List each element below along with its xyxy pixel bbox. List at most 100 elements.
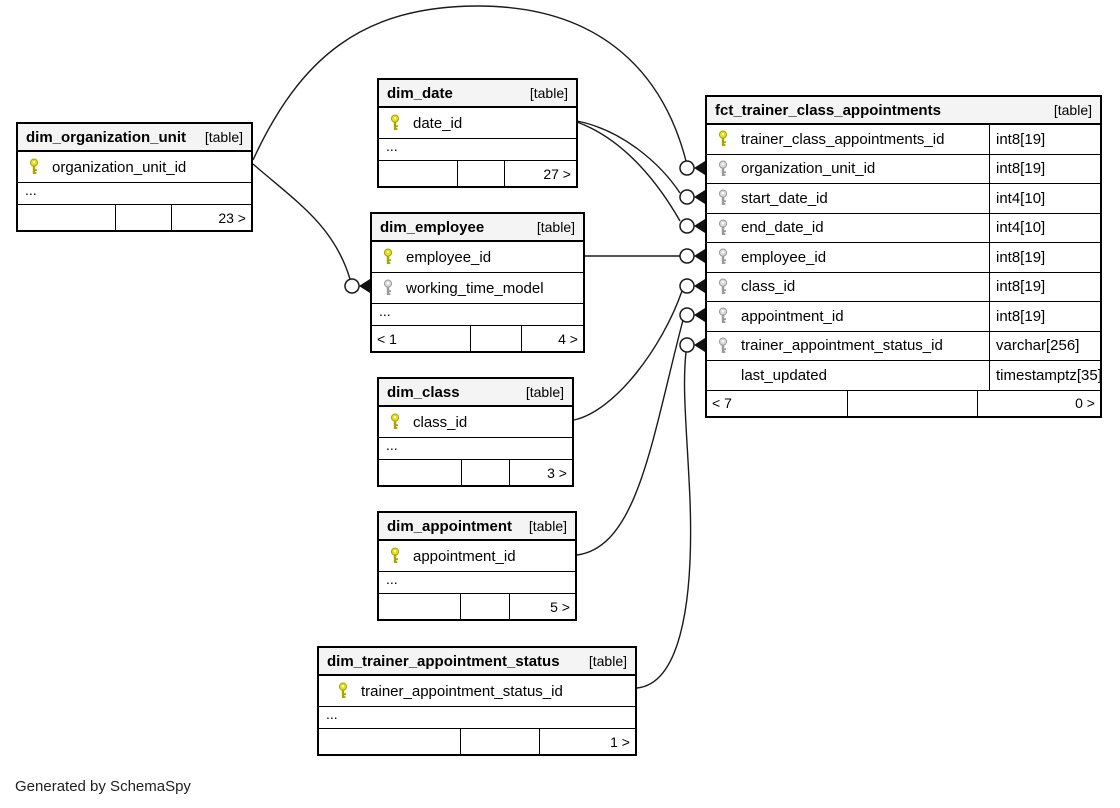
- column-name: trainer_class_appointments_id: [741, 130, 945, 148]
- connector-dot: [679, 278, 695, 294]
- column-row: organization_unit_id: [18, 152, 251, 183]
- table-dim-date[interactable]: dim_date [table] date_id ... 27 >: [377, 78, 578, 188]
- table-badge: [table]: [536, 219, 575, 235]
- crowfoot-arrow: [694, 308, 705, 322]
- column-name: date_id: [413, 114, 463, 132]
- footer-parents-count: < 7: [707, 390, 849, 416]
- table-footer: 23 >: [18, 205, 251, 230]
- column-name: organization_unit_id: [52, 158, 187, 176]
- connector-dot: [679, 218, 695, 234]
- crowfoot-arrow: [359, 279, 370, 293]
- primary-key-icon: [383, 248, 393, 266]
- hidden-columns-ellipsis: ...: [379, 438, 572, 460]
- footer-children-count: 5 >: [550, 598, 570, 615]
- footer-cell: [471, 326, 522, 351]
- column-row: class_id int8[19]: [707, 272, 1100, 302]
- connector-dot: [679, 307, 695, 323]
- primary-key-icon: [29, 158, 39, 176]
- column-type: varchar[256]: [989, 331, 1079, 360]
- table-badge: [table]: [588, 653, 627, 669]
- footer-children-count: 4 >: [558, 330, 578, 347]
- crowfoot-arrow: [694, 249, 705, 263]
- table-title: dim_appointment: [387, 517, 513, 535]
- edge-orgunit-to-fct: [252, 5, 687, 162]
- column-row: trainer_appointment_status_id: [319, 676, 635, 707]
- table-header: dim_appointment [table]: [379, 513, 575, 541]
- column-type: int4[10]: [989, 213, 1045, 242]
- table-dim-organization-unit[interactable]: dim_organization_unit [table] organizati…: [16, 122, 253, 232]
- column-type: int4[10]: [989, 184, 1045, 213]
- connector-dot: [679, 248, 695, 264]
- crowfoot-arrow: [694, 338, 705, 352]
- primary-key-icon: [390, 547, 400, 565]
- table-footer: 1 >: [319, 729, 635, 754]
- primary-key-icon: [718, 130, 728, 148]
- column-row: appointment_id int8[19]: [707, 302, 1100, 332]
- table-footer: 5 >: [379, 594, 575, 619]
- column-row: last_updated timestamptz[35]: [707, 361, 1102, 391]
- foreign-key-icon: [718, 277, 728, 295]
- footer-children-count: 1 >: [610, 733, 630, 750]
- connector-dot: [679, 189, 695, 205]
- column-row: appointment_id: [379, 541, 575, 572]
- column-name: trainer_appointment_status_id: [361, 682, 563, 700]
- table-title: dim_class: [387, 383, 460, 401]
- table-footer: < 7 0 >: [707, 390, 1100, 416]
- column-type: int8[19]: [989, 243, 1045, 272]
- edge-status-to-fct: [636, 351, 692, 689]
- table-dim-appointment[interactable]: dim_appointment [table] appointment_id .…: [377, 511, 577, 621]
- table-header: dim_trainer_appointment_status [table]: [319, 648, 635, 676]
- table-title: dim_organization_unit: [26, 128, 187, 146]
- column-type: timestamptz[35]: [989, 361, 1102, 390]
- edge-appointment-to-fct: [576, 319, 684, 556]
- primary-key-icon: [390, 413, 400, 431]
- column-name: employee_id: [406, 248, 492, 266]
- foreign-key-icon: [383, 279, 393, 297]
- column-row: start_date_id int4[10]: [707, 184, 1100, 214]
- column-type: int8[19]: [989, 302, 1045, 331]
- footer-cell: [379, 161, 458, 186]
- foreign-key-icon: [718, 189, 728, 207]
- column-row: class_id: [379, 407, 572, 438]
- footer-cell: [379, 594, 462, 619]
- generated-by-note: Generated by SchemaSpy: [15, 778, 191, 795]
- foreign-key-icon: [718, 248, 728, 266]
- hidden-columns-ellipsis: ...: [379, 572, 575, 594]
- edge-orgunit-to-employee: [252, 163, 351, 280]
- column-type: int8[19]: [989, 154, 1045, 183]
- table-dim-employee[interactable]: dim_employee [table] employee_id working…: [370, 212, 585, 353]
- footer-cell: [461, 729, 541, 754]
- footer-cell: [18, 205, 116, 230]
- footer-cell: [458, 161, 506, 186]
- column-row: employee_id int8[19]: [707, 243, 1100, 273]
- table-badge: [table]: [525, 384, 564, 400]
- foreign-key-icon: [718, 336, 728, 354]
- crowfoot-arrow: [694, 161, 705, 175]
- column-name: appointment_id: [413, 547, 516, 565]
- hidden-columns-ellipsis: ...: [379, 139, 576, 161]
- table-badge: [table]: [204, 129, 243, 145]
- column-name: employee_id: [741, 248, 827, 266]
- footer-children-count: 3 >: [547, 464, 567, 481]
- hidden-columns-ellipsis: ...: [319, 707, 635, 729]
- primary-key-icon: [390, 114, 400, 132]
- footer-cell: [319, 729, 462, 754]
- primary-key-icon: [338, 682, 348, 700]
- footer-children-count: 0 >: [1075, 395, 1095, 411]
- column-name: organization_unit_id: [741, 160, 876, 178]
- foreign-key-icon: [718, 218, 728, 236]
- table-badge: [table]: [528, 518, 567, 534]
- column-name: end_date_id: [741, 219, 824, 237]
- table-fct-trainer-class-appointments[interactable]: fct_trainer_class_appointments [table] t…: [705, 95, 1102, 418]
- table-dim-trainer-appointment-status[interactable]: dim_trainer_appointment_status [table] t…: [317, 646, 637, 756]
- edge-date-to-enddate: [576, 121, 681, 222]
- table-title: dim_employee: [380, 218, 485, 236]
- foreign-key-icon: [718, 307, 728, 325]
- table-footer: 27 >: [379, 161, 576, 186]
- footer-cell: [461, 594, 511, 619]
- footer-cell: [116, 205, 172, 230]
- column-row: organization_unit_id int8[19]: [707, 154, 1100, 184]
- table-dim-class[interactable]: dim_class [table] class_id ... 3 >: [377, 377, 574, 487]
- column-row: date_id: [379, 108, 576, 139]
